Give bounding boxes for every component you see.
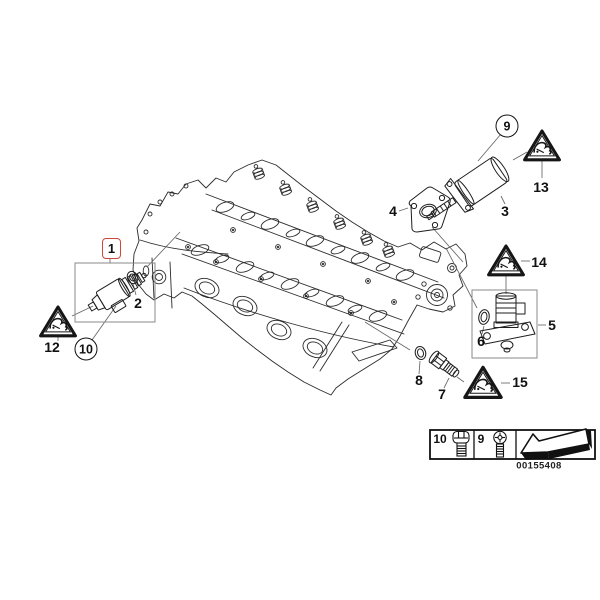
callout-2-label: 2 [134,295,142,311]
o-ring-drawing-6 [478,309,490,325]
callout-9-circle: 9 [495,114,519,138]
callout-10-circle: 10 [74,337,98,361]
warning-triangle-15-icon [463,365,503,399]
part-group-box-1 [74,262,156,323]
callout-leader-lines [57,133,546,389]
callout-5-label: 5 [548,317,556,333]
callout-4-label: 4 [389,203,397,219]
seal-ring-drawing-8 [414,345,427,361]
engine-line-art [132,159,468,396]
gasket-drawing-4 [408,186,451,233]
vanos-solenoid-drawing-1 [87,271,147,313]
legend-cell-9-number: 9 [477,432,485,446]
callout-1-label: 1 [107,241,116,256]
legend-cell-10-number: 10 [433,432,447,446]
callout-10-label: 10 [79,342,93,356]
image-number: 00155408 [516,460,562,472]
pan-head-screw-icon [493,430,507,458]
callout-12-label: 12 [44,339,60,355]
callout-3-label: 3 [501,203,509,219]
callout-9-label: 9 [503,119,511,133]
warning-triangle-14-icon [487,244,525,277]
actuator-drawing-3 [426,156,510,221]
fastener-legend-table [429,428,596,460]
direction-arrow-icon [520,428,592,460]
o-ring-drawing-2 [126,270,139,285]
callout-7-label: 7 [438,386,446,402]
callout-15-label: 15 [512,374,528,390]
callout-6-label: 6 [477,333,485,349]
warning-triangle-12-icon [39,305,77,338]
callout-13-label: 13 [533,179,549,195]
callout-1-highlight-box: 1 [102,238,121,259]
warning-triangle-13-icon [523,129,561,162]
callout-14-label: 14 [531,254,547,270]
hex-flange-bolt-icon [452,430,470,457]
part-group-box-5 [471,289,538,359]
callout-8-label: 8 [415,372,423,388]
screw-plug-drawing-7 [428,350,460,378]
solenoid-valve-drawing-5 [479,292,536,353]
